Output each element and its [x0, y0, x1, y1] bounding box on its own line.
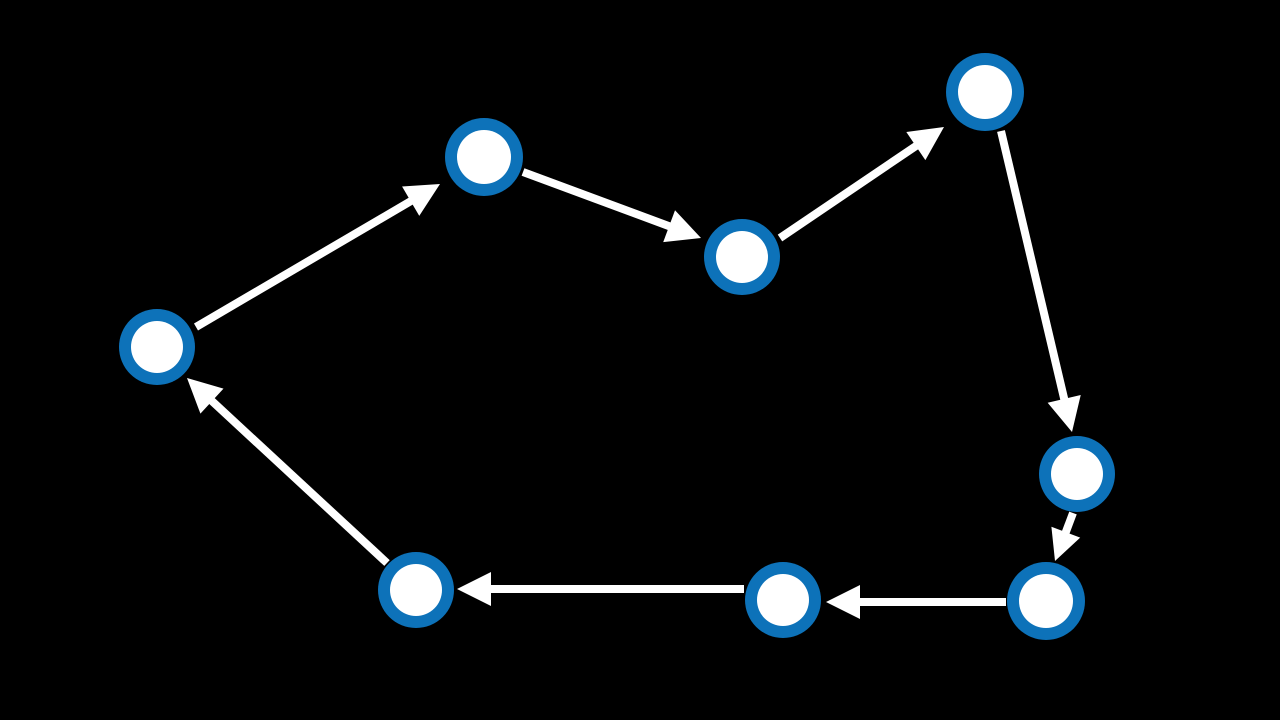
node-top-right-core	[958, 65, 1012, 119]
node-top-left-core	[457, 130, 511, 184]
edge-bottom-left-to-left-shaft	[207, 396, 390, 566]
edge-bottom-middle-to-bottom-left-arrowhead-icon	[457, 572, 491, 606]
edge-right-upper-to-right-lower-shaft	[1061, 511, 1077, 536]
node-left[interactable]	[119, 309, 195, 385]
edge-bottom-left-to-left-arrowhead-icon	[187, 378, 224, 414]
edge-top-right-to-right-upper	[997, 130, 1081, 432]
node-top-right[interactable]	[946, 53, 1024, 131]
edge-top-middle-to-top-right	[777, 127, 944, 242]
edge-top-left-to-top-middle	[521, 168, 701, 243]
edge-left-to-top-left-arrowhead-icon	[402, 184, 440, 216]
edge-top-right-to-right-upper-arrowhead-icon	[1047, 395, 1081, 432]
edge-right-lower-to-bottom-middle-arrowhead-icon	[826, 585, 860, 619]
node-bottom-middle-core	[757, 574, 809, 626]
node-top-middle[interactable]	[704, 219, 780, 295]
node-bottom-middle[interactable]	[745, 562, 821, 638]
node-right-upper[interactable]	[1039, 436, 1115, 512]
edge-top-middle-to-top-right-shaft	[777, 141, 921, 242]
edge-right-upper-to-right-lower	[1051, 511, 1081, 561]
edge-left-to-top-left-shaft	[193, 196, 416, 331]
edge-left-to-top-left	[193, 184, 440, 331]
node-right-lower-core	[1019, 574, 1073, 628]
node-right-lower[interactable]	[1007, 562, 1085, 640]
edge-top-left-to-top-middle-shaft	[521, 168, 674, 231]
node-bottom-left[interactable]	[378, 552, 454, 628]
edge-right-upper-to-right-lower-arrowhead-icon	[1051, 526, 1081, 561]
node-right-upper-core	[1051, 448, 1103, 500]
edge-top-left-to-top-middle-arrowhead-icon	[663, 210, 701, 243]
node-top-left[interactable]	[445, 118, 523, 196]
edge-bottom-left-to-left	[187, 378, 390, 566]
edges-layer	[187, 127, 1081, 619]
edge-right-lower-to-bottom-middle	[826, 585, 1006, 619]
edge-top-right-to-right-upper-shaft	[997, 130, 1069, 403]
node-bottom-left-core	[390, 564, 442, 616]
node-left-core	[131, 321, 183, 373]
node-top-middle-core	[716, 231, 768, 283]
edge-bottom-middle-to-bottom-left	[457, 572, 744, 606]
edge-top-middle-to-top-right-arrowhead-icon	[906, 127, 944, 161]
nodes-layer	[119, 53, 1115, 640]
